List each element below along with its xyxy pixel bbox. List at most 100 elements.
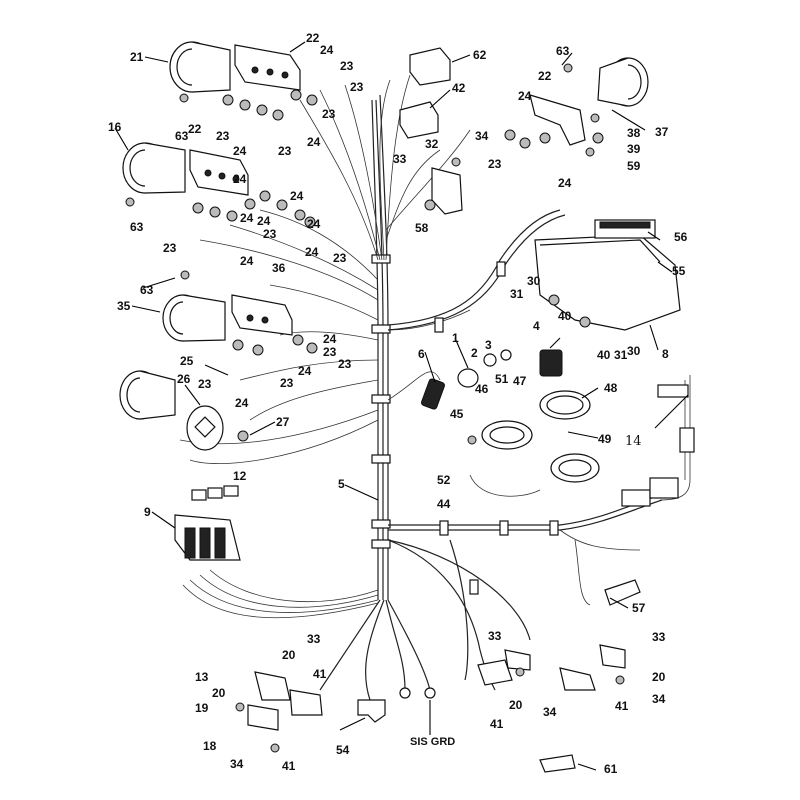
fuses-12 — [191, 485, 239, 501]
callout-22: 22 — [538, 69, 552, 83]
callout-38: 38 — [627, 126, 641, 140]
callout-34: 34 — [230, 757, 244, 771]
main-harness-trunk — [371, 94, 391, 600]
leader-lines — [114, 41, 689, 771]
callout-33: 33 — [393, 152, 407, 166]
callout-34: 34 — [475, 129, 489, 143]
callout-13: 13 — [195, 670, 209, 684]
callout-33: 33 — [307, 632, 321, 646]
callout-31: 31 — [614, 348, 628, 362]
callout-23: 23 — [263, 227, 277, 241]
callout-46: 46 — [475, 382, 489, 396]
callout-22: 22 — [306, 31, 320, 45]
callout-20: 20 — [212, 686, 226, 700]
indicator-lamp-48 — [539, 390, 591, 420]
callout-23: 23 — [338, 357, 352, 371]
connector-14 — [621, 384, 695, 507]
module-55 — [534, 219, 681, 331]
callout-32: 32 — [425, 137, 439, 151]
callout-49: 49 — [598, 432, 612, 446]
gauge-21 — [169, 41, 231, 93]
callout-19: 19 — [195, 701, 209, 715]
callout-26: 26 — [177, 372, 191, 386]
callout-9: 9 — [144, 505, 151, 519]
callout-labels: 21 22 62 63 22 24 23 23 42 63 23 24 23 2… — [108, 31, 688, 776]
callout-63: 63 — [175, 129, 189, 143]
callout-56: 56 — [674, 230, 688, 244]
callout-41: 41 — [313, 667, 327, 681]
callout-52: 52 — [437, 473, 451, 487]
callout-24: 24 — [240, 254, 254, 268]
callout-23: 23 — [278, 144, 292, 158]
callout-23: 23 — [350, 80, 364, 94]
callout-47: 47 — [513, 374, 527, 388]
callout-23: 23 — [323, 345, 337, 359]
callout-59: 59 — [627, 159, 641, 173]
callout-48: 48 — [604, 381, 618, 395]
callout-33: 33 — [488, 629, 502, 643]
callout-24: 24 — [307, 135, 321, 149]
callout-23: 23 — [216, 129, 230, 143]
indicator-lamp-46 — [481, 420, 533, 450]
terminal-block-22-top — [234, 44, 301, 91]
terminal-block-22-mid — [189, 149, 249, 196]
indicator-lamp-lower — [550, 453, 600, 483]
connector-56 — [599, 221, 651, 229]
callout-24: 24 — [320, 43, 334, 57]
callout-14: 14 — [625, 434, 642, 449]
callout-22: 22 — [188, 122, 202, 136]
callout-24: 24 — [558, 176, 572, 190]
callout-8: 8 — [662, 347, 669, 361]
callout-33: 33 — [652, 630, 666, 644]
callout-23: 23 — [163, 241, 177, 255]
ring-terminals — [399, 687, 436, 699]
callout-61: 61 — [604, 762, 618, 776]
callout-24: 24 — [518, 89, 532, 103]
callout-63: 63 — [556, 44, 570, 58]
socket-1 — [457, 349, 512, 388]
relay-62 — [409, 47, 451, 86]
callout-35: 35 — [117, 299, 131, 313]
callout-57: 57 — [632, 601, 646, 615]
callout-24: 24 — [298, 364, 312, 378]
callout-45: 45 — [450, 407, 464, 421]
gauge-35 — [162, 294, 226, 342]
callout-42: 42 — [452, 81, 466, 95]
callout-23: 23 — [333, 251, 347, 265]
callout-1: 1 — [452, 331, 459, 345]
callout-24: 24 — [233, 172, 247, 186]
callout-40: 40 — [597, 348, 611, 362]
callout-30: 30 — [527, 274, 541, 288]
callout-25: 25 — [180, 354, 194, 368]
callout-4: 4 — [533, 319, 540, 333]
callout-6: 6 — [418, 347, 425, 361]
callout-24: 24 — [233, 144, 247, 158]
callout-63: 63 — [140, 283, 154, 297]
callout-12: 12 — [233, 469, 247, 483]
callout-3: 3 — [485, 338, 492, 352]
right-wire-branches — [387, 371, 691, 606]
callout-24: 24 — [240, 211, 254, 225]
callout-20: 20 — [652, 670, 666, 684]
callout-41: 41 — [615, 699, 629, 713]
callout-55: 55 — [672, 264, 686, 278]
callout-20: 20 — [282, 648, 296, 662]
hardware-nuts — [125, 63, 625, 753]
sensor-57 — [604, 579, 641, 606]
callout-23: 23 — [322, 107, 336, 121]
callout-37: 37 — [655, 125, 669, 139]
connector-6 — [421, 378, 445, 410]
callout-30: 30 — [627, 344, 641, 358]
callout-24: 24 — [290, 189, 304, 203]
lower-wire-branches — [182, 539, 531, 701]
callout-20: 20 — [509, 698, 523, 712]
connector-54 — [357, 699, 386, 723]
callout-18: 18 — [203, 739, 217, 753]
callout-24: 24 — [235, 396, 249, 410]
callout-27: 27 — [276, 415, 290, 429]
switches-20-41 — [247, 644, 626, 731]
callout-31: 31 — [510, 287, 524, 301]
callout-41: 41 — [282, 759, 296, 773]
callout-16: 16 — [108, 120, 122, 134]
